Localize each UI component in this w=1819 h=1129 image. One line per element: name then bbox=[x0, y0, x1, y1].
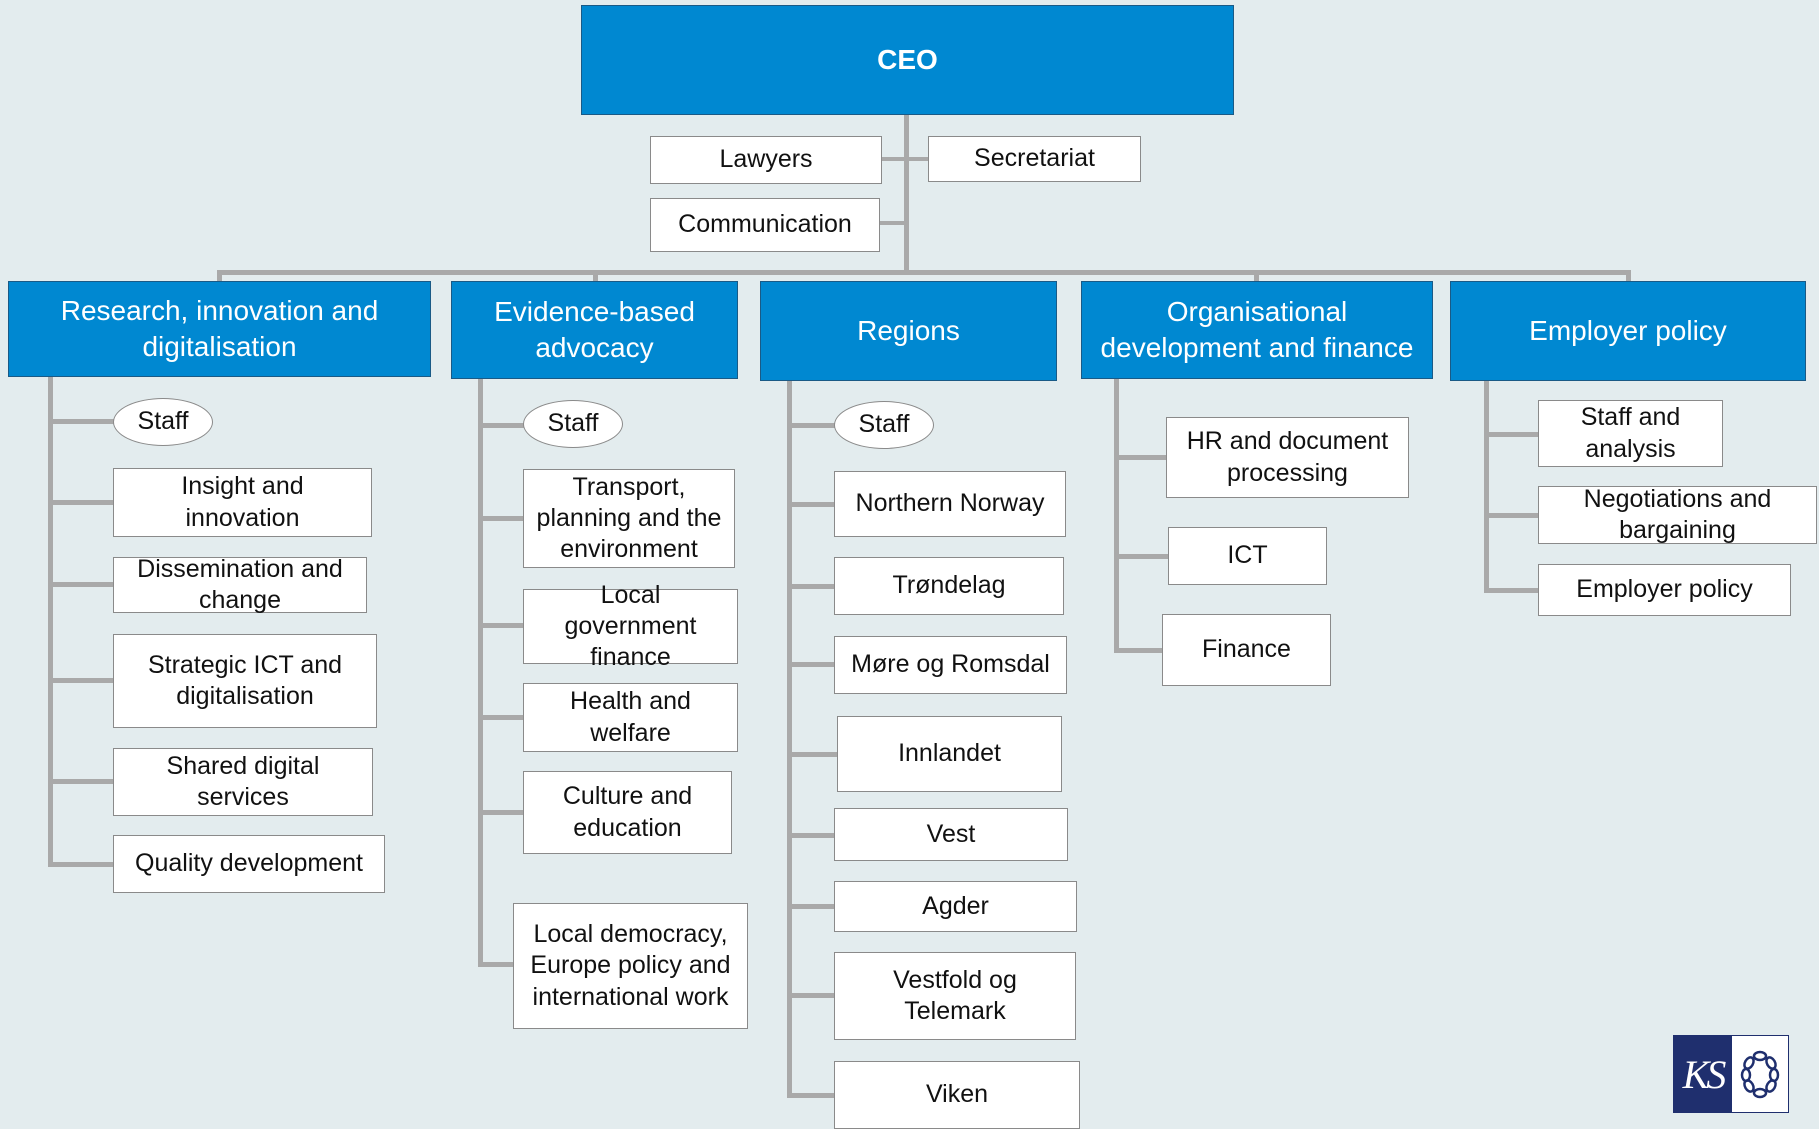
connector bbox=[1484, 381, 1489, 593]
unit-transport-planning-environment: Transport, planning and the environment bbox=[523, 469, 735, 568]
unit-health-welfare: Health and welfare bbox=[523, 683, 738, 752]
unit-quality-development: Quality development bbox=[113, 835, 385, 893]
connector bbox=[593, 270, 598, 283]
connector bbox=[881, 157, 929, 161]
connector bbox=[1484, 513, 1540, 518]
unit-agder: Agder bbox=[834, 881, 1077, 932]
connector bbox=[478, 423, 524, 428]
unit-shared-digital-services: Shared digital services bbox=[113, 748, 373, 816]
unit-more-og-romsdal: Møre og Romsdal bbox=[834, 636, 1067, 694]
connector bbox=[48, 582, 114, 587]
unit-finance: Finance bbox=[1162, 614, 1331, 686]
connector bbox=[787, 662, 835, 667]
unit-ict: ICT bbox=[1168, 527, 1327, 585]
connector bbox=[1114, 648, 1164, 653]
ks-logo-text: KS bbox=[1674, 1036, 1732, 1112]
unit-local-democracy-europe-international: Local democracy, Europe policy and inter… bbox=[513, 903, 748, 1029]
unit-staff-analysis: Staff and analysis bbox=[1538, 400, 1723, 467]
unit-trondelag: Trøndelag bbox=[834, 557, 1064, 615]
connector bbox=[478, 810, 524, 815]
connector bbox=[478, 623, 524, 628]
connector bbox=[1114, 377, 1119, 653]
connector bbox=[48, 678, 114, 683]
connector bbox=[904, 113, 909, 275]
unit-culture-education: Culture and education bbox=[523, 771, 732, 854]
unit-staff-oval: Staff bbox=[834, 401, 934, 449]
unit-innlandet: Innlandet bbox=[837, 716, 1062, 792]
division-regions: Regions bbox=[760, 281, 1057, 381]
chain-ring-icon bbox=[1732, 1036, 1788, 1112]
ks-logo: KS bbox=[1673, 1035, 1789, 1113]
division-research-innovation-digitalisation: Research, innovation and digitalisation bbox=[8, 281, 431, 377]
unit-employer-policy: Employer policy bbox=[1538, 564, 1791, 616]
connector bbox=[478, 516, 524, 521]
division-evidence-based-advocacy: Evidence-based advocacy bbox=[451, 281, 738, 379]
communication-box: Communication bbox=[650, 198, 880, 252]
connector bbox=[478, 715, 524, 720]
connector bbox=[1254, 270, 1259, 283]
division-employer-policy: Employer policy bbox=[1450, 281, 1806, 381]
connector bbox=[787, 752, 838, 757]
connector bbox=[787, 993, 835, 998]
unit-northern-norway: Northern Norway bbox=[834, 471, 1066, 537]
connector bbox=[1484, 588, 1540, 593]
unit-staff-oval: Staff bbox=[523, 400, 623, 448]
connector bbox=[478, 377, 483, 967]
connector bbox=[787, 833, 835, 838]
connector bbox=[48, 500, 114, 505]
connector bbox=[48, 419, 114, 424]
connector bbox=[787, 502, 835, 507]
unit-local-government-finance: Local government finance bbox=[523, 581, 738, 671]
connector bbox=[478, 962, 515, 967]
connector bbox=[879, 221, 907, 225]
ceo-box: CEO bbox=[581, 5, 1234, 115]
unit-hr-document-processing: HR and document processing bbox=[1166, 417, 1409, 498]
unit-strategic-ict-digitalisation: Strategic ICT and digitalisation bbox=[113, 634, 377, 728]
connector bbox=[1114, 455, 1168, 460]
connector bbox=[1484, 432, 1540, 437]
unit-viken: Viken bbox=[834, 1061, 1080, 1129]
connector bbox=[787, 904, 835, 909]
unit-vest: Vest bbox=[834, 808, 1068, 861]
unit-dissemination-change: Dissemination and change bbox=[113, 555, 367, 614]
connector bbox=[1114, 554, 1170, 559]
unit-staff-oval: Staff bbox=[113, 398, 213, 446]
connector bbox=[787, 584, 835, 589]
connector bbox=[787, 379, 792, 1097]
connector bbox=[48, 862, 114, 867]
unit-vestfold-og-telemark: Vestfold og Telemark bbox=[834, 952, 1076, 1040]
secretariat-box: Secretariat bbox=[928, 136, 1141, 182]
connector bbox=[48, 779, 114, 784]
connector bbox=[217, 270, 1631, 275]
division-organisational-development-finance: Organisational development and finance bbox=[1081, 281, 1433, 379]
unit-negotiations-bargaining: Negotiations and bargaining bbox=[1538, 485, 1817, 544]
connector bbox=[217, 270, 222, 283]
unit-insight-innovation: Insight and innovation bbox=[113, 468, 372, 537]
connector bbox=[1626, 270, 1631, 283]
connector bbox=[787, 1093, 835, 1098]
connector bbox=[48, 375, 53, 867]
lawyers-box: Lawyers bbox=[650, 136, 882, 184]
connector bbox=[787, 423, 835, 428]
